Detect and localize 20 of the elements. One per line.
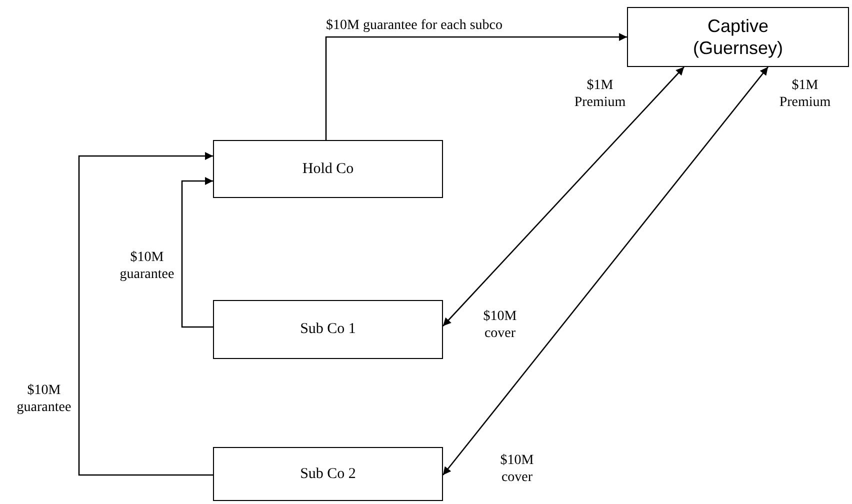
arrow <box>325 33 627 140</box>
entity-box <box>213 140 443 198</box>
edge-label: $10M guarantee <box>118 249 176 283</box>
edge-label: $1M Premium <box>573 77 627 111</box>
arrow <box>78 152 213 476</box>
arrow <box>181 177 213 328</box>
edge-label: $10M guarantee for each subco <box>326 17 502 34</box>
arrow <box>442 66 684 326</box>
entity-name: Hold Co <box>302 160 354 179</box>
entity-name: Captive (Guernsey) <box>692 15 784 59</box>
cover-label: $10M cover <box>499 452 535 486</box>
entity-name: Sub Co 2 <box>300 464 356 484</box>
entity-box <box>213 447 443 501</box>
entity-box <box>627 7 849 67</box>
edge-label: $1M Premium <box>778 77 832 111</box>
edge-label: $10M guarantee <box>16 382 72 416</box>
entity-name: Sub Co 1 <box>300 320 356 340</box>
arrow <box>442 66 768 476</box>
cover-label: $10M cover <box>482 308 518 342</box>
entity-box <box>213 300 443 359</box>
